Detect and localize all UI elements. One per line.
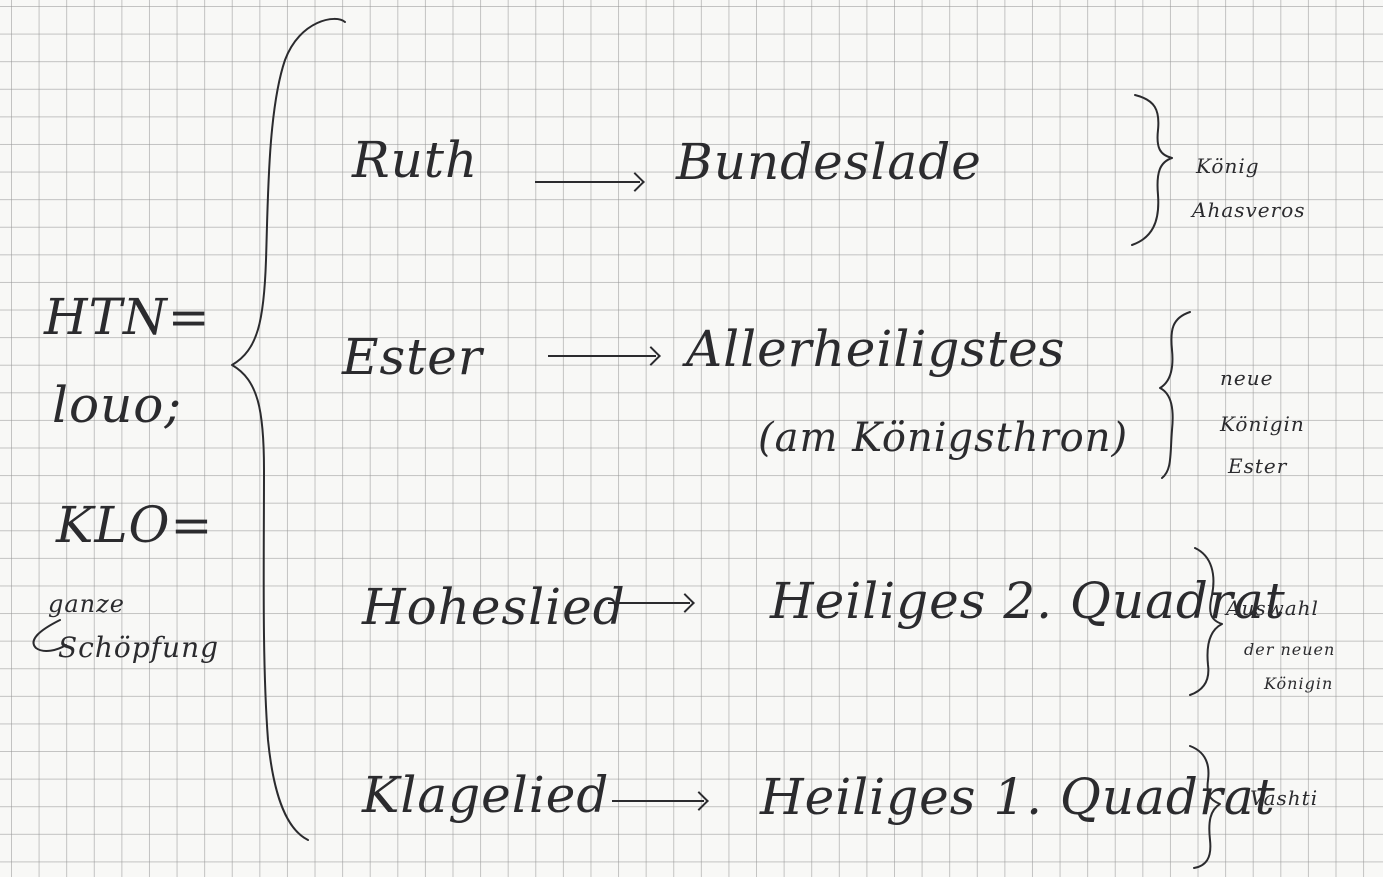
arrow-row3	[608, 602, 690, 604]
arrow-row1	[535, 181, 640, 183]
note-row4-line1: Vashti	[1250, 786, 1319, 810]
book-klagelied: Klagelied	[362, 766, 610, 824]
target-heiliges-1-quadrat: Heiliges 1. Quadrat	[760, 768, 1276, 826]
note-row2-line2: Königin	[1220, 412, 1305, 436]
right-brace-row1	[1131, 94, 1173, 246]
target-heiliges-2-quadrat: Heiliges 2. Quadrat	[770, 572, 1286, 630]
left-note-ganze: ganze	[48, 590, 125, 618]
arrow-row2	[548, 355, 656, 357]
note-row2-line1: neue	[1220, 366, 1274, 390]
target-allerheiligstes: Allerheiligstes	[686, 320, 1066, 378]
left-note-schoepfung: Schöpfung	[58, 631, 220, 664]
note-row1-line2: Ahasveros	[1192, 198, 1306, 222]
target-sub-koenigsthron: (am Königsthron)	[758, 415, 1129, 461]
right-brace-row2	[1159, 311, 1191, 479]
note-row2-line3: Ester	[1228, 454, 1288, 478]
note-row3-line1: Auswahl	[1226, 596, 1319, 620]
left-note-louo: louo;	[52, 376, 183, 434]
book-ruth: Ruth	[352, 131, 479, 189]
large-left-brace	[231, 18, 346, 841]
book-ester: Ester	[342, 328, 483, 386]
book-hoheslied: Hoheslied	[362, 578, 626, 636]
target-bundeslade: Bundeslade	[676, 133, 982, 191]
note-row3-line2: der neuen	[1244, 640, 1336, 659]
note-row3-line3: Königin	[1264, 674, 1334, 693]
arrow-row4	[612, 800, 704, 802]
left-note-klo: KLO=	[56, 496, 214, 554]
left-note-htn: HTN=	[44, 288, 211, 346]
note-row1-line1: König	[1196, 154, 1260, 178]
